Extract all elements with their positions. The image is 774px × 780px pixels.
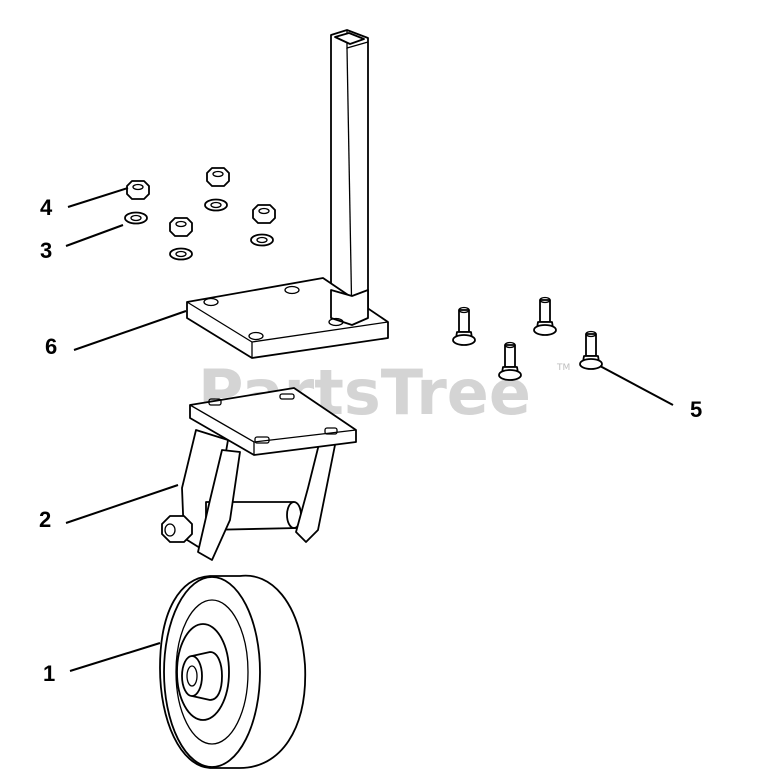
part-5-carriage-bolts[interactable] <box>452 296 603 381</box>
lock-washer <box>250 233 274 247</box>
leader-line-3 <box>65 224 124 247</box>
carriage-bolt <box>533 296 557 336</box>
leader-line-2 <box>65 484 179 524</box>
callout-6: 6 <box>45 334 57 359</box>
part-2-caster-fork[interactable] <box>161 387 357 561</box>
part-6-mount-plate-with-post[interactable] <box>186 29 389 359</box>
lock-washer <box>124 211 148 225</box>
carriage-bolt <box>452 306 476 346</box>
callout-2: 2 <box>39 507 51 532</box>
callout-4: 4 <box>40 195 53 220</box>
lock-washer <box>169 247 193 261</box>
leader-line-1 <box>69 642 161 672</box>
lock-washer <box>204 198 228 212</box>
callout-3: 3 <box>40 238 52 263</box>
hex-nut <box>126 180 150 200</box>
hex-nut <box>252 204 276 224</box>
leader-line-5 <box>599 365 674 406</box>
part-1-wheel[interactable] <box>159 574 307 769</box>
hex-nut <box>169 217 193 237</box>
part-4-hex-nuts[interactable] <box>126 167 276 237</box>
callout-5: 5 <box>690 397 702 422</box>
leader-line-6 <box>73 310 187 351</box>
callout-1: 1 <box>43 661 55 686</box>
hex-nut <box>206 167 230 187</box>
carriage-bolt <box>579 330 603 370</box>
part-3-lock-washers[interactable] <box>124 198 274 261</box>
leader-line-4 <box>67 187 129 208</box>
carriage-bolt <box>498 341 522 381</box>
watermark-trademark: TM <box>556 363 570 373</box>
